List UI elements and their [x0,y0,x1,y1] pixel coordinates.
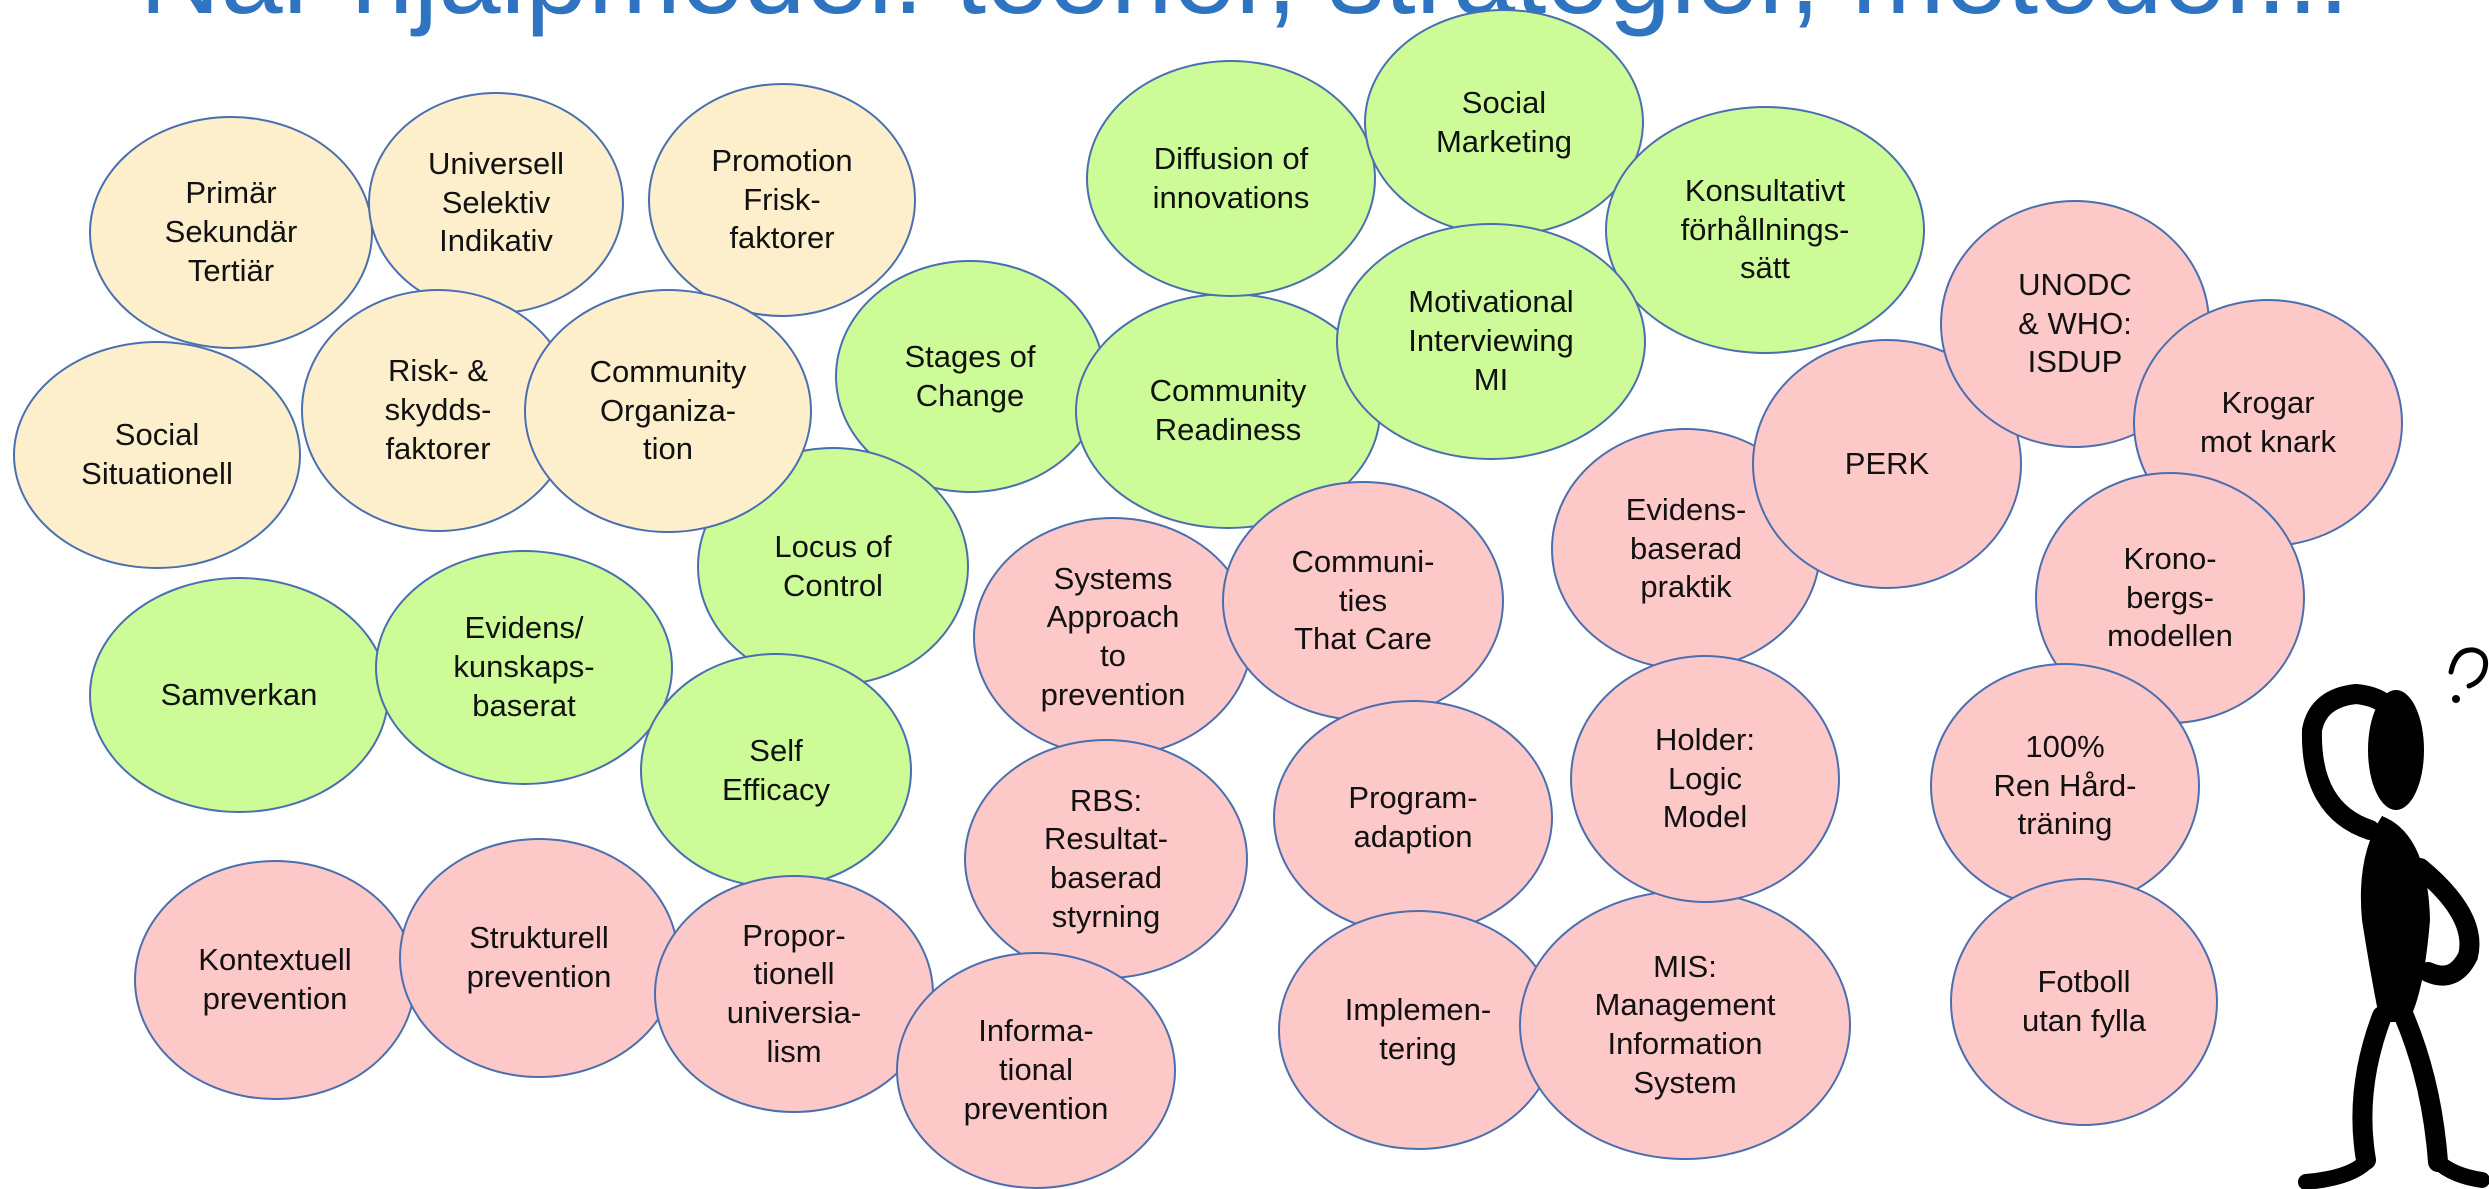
bubble-ren-hardtraning: 100% Ren Hård- träning [1930,663,2200,909]
thinking-person-icon [2298,647,2489,1189]
bubble-unodc-who-isdup: UNODC & WHO: ISDUP [1940,200,2210,448]
bubble-informational-prevention: Informa- tional prevention [896,952,1176,1189]
bubble-kontextuell-prevention: Kontextuell prevention [134,860,416,1100]
bubble-motivational-interviewing: Motivational Interviewing MI [1336,223,1646,460]
bubble-implementering: Implemen- tering [1278,910,1558,1150]
bubble-stages-of-change: Stages of Change [835,260,1105,493]
bubble-kronobergsmodellen: Krono- bergs- modellen [2035,472,2305,724]
bubble-systems-approach: Systems Approach to prevention [973,517,1253,757]
slide-title: Nar hjalpmedel: teorier, strategier, met… [0,0,2489,42]
bubble-primar: Primär Sekundär Tertiär [89,116,373,349]
bubble-rbs: RBS: Resultat- baserad styrning [964,739,1248,979]
bubble-social-situationell: Social Situationell [13,341,301,569]
bubble-krogar-mot-knark: Krogar mot knark [2133,299,2403,547]
bubble-communities-that-care: Communi- ties That Care [1222,481,1504,721]
bubble-mis: MIS: Management Information System [1519,890,1851,1160]
bubble-diffusion-of-innovations: Diffusion of innovations [1086,60,1376,297]
bubble-fotboll-utan-fylla: Fotboll utan fylla [1950,878,2218,1126]
bubble-konsultativt: Konsultativt förhållnings- sätt [1605,106,1925,354]
bubble-programadaption: Program- adaption [1273,700,1553,935]
bubble-social-marketing: Social Marketing [1364,9,1644,236]
bubble-samverkan: Samverkan [89,577,389,813]
bubble-perk: PERK [1752,339,2022,589]
bubble-strukturell-prevention: Strukturell prevention [399,838,679,1078]
bubble-holder-logic-model: Holder: Logic Model [1570,655,1840,903]
bubble-promotion: Promotion Frisk- faktorer [648,83,916,317]
bubble-community-organization: Community Organiza- tion [524,289,812,533]
bubble-self-efficacy: Self Efficacy [640,653,912,888]
bubble-proportionell-universialism: Propor- tionell universia- lism [654,875,934,1113]
bubble-universell: Universell Selektiv Indikativ [368,92,624,314]
bubble-evidens-kunskapsbaserat: Evidens/ kunskaps- baserat [375,550,673,785]
